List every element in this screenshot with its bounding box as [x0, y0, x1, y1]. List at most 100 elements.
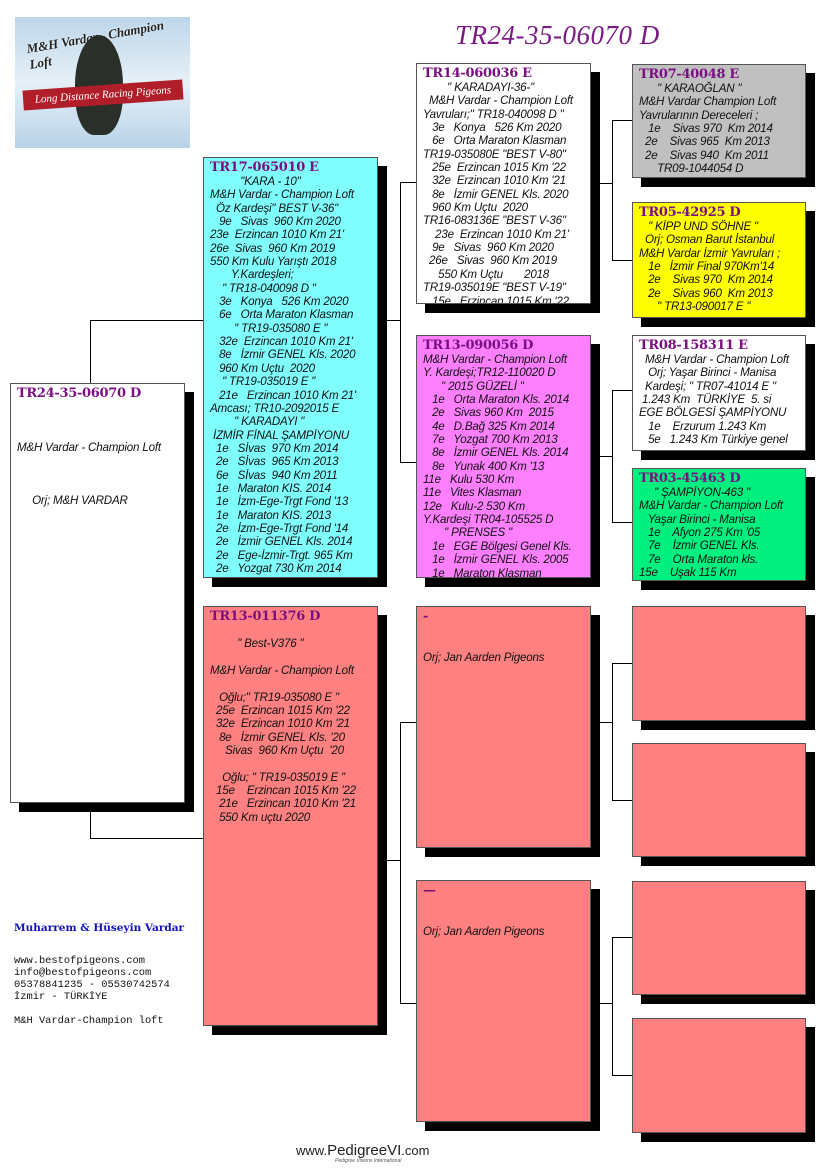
pedigree-line: TR19-035080E "BEST V-80" [423, 147, 566, 161]
ring-number: - [423, 609, 429, 624]
pedigree-line: 1.243 Km TÜRKİYE 5. si [639, 393, 772, 407]
ring-number: TR13-090056 D [423, 338, 534, 353]
pedigree-line: TR09-1044054 D [639, 162, 744, 176]
pedigree-line: 7e Yozgat 700 Km 2013 [423, 433, 558, 447]
ring-number: TR05-42925 D [639, 205, 741, 220]
pedigree-line: 2e Sivas 940 Km 2011 [639, 148, 769, 162]
pedigree-line [210, 624, 373, 637]
pedigree-line: Orj; Osman Barut İstanbul [639, 233, 775, 247]
pedigree-line: Yaşar Birinci - Manisa [639, 512, 756, 526]
pedigree-line: 32e Erzincan 1010 Km 21' [210, 335, 353, 349]
pedigree-line: M&H Vardar - Champion Loft [17, 441, 161, 455]
connector [400, 722, 401, 1004]
pedigree-line: Oğlu;" TR19-035080 E " [210, 690, 339, 704]
connector [612, 1075, 632, 1076]
connector [599, 722, 612, 723]
pedigree-line: " 2015 GÜZELİ " [423, 379, 524, 393]
pedigree-line: Öz Kardeşi" BEST V-36" [210, 201, 339, 215]
pedigree-line [423, 898, 586, 911]
ring-number: TR08-158311 E [639, 338, 748, 353]
connector [386, 320, 400, 321]
pedigree-line: M&H Vardar İzmir Yavruları ; [639, 246, 781, 260]
connector [612, 120, 613, 260]
pedigree-line: " TR19-035019 E " [210, 375, 316, 389]
great-grandparent-card[interactable] [632, 743, 806, 857]
connector [612, 663, 632, 664]
granddam-maternal-card[interactable]: — Orj; Jan Aarden Pigeons [416, 880, 591, 1122]
connector [400, 462, 416, 463]
pedigree-line [423, 624, 586, 637]
pedigree-line: 23e Erzincan 1010 Km 21' [210, 228, 344, 242]
pedigree-line [423, 911, 586, 924]
pedigree-line: Y.Kardeşi TR04-105525 D [423, 513, 554, 527]
pedigree-line: 25e Erzincan 1015 Km '22 [210, 704, 350, 718]
pedigree-line: 8e İzmir GENEL Kls. 2014 [423, 446, 569, 460]
pedigree-line: Amcası; TR10-2092015 E [210, 401, 339, 415]
dam-card[interactable]: TR13-011376 D " Best-V376 " M&H Vardar -… [203, 606, 378, 1026]
pedigree-line: 2e İzm-Ege-Trgt Fond '14 [210, 521, 349, 535]
connector [90, 320, 91, 383]
sire-card[interactable]: TR17-065010 E "KARA - 10"M&H Vardar - Ch… [203, 157, 378, 578]
pedigree-line: 1e Orta Maraton Kls. 2014 [423, 393, 570, 407]
pedigree-line: 23e Erzincan 1010 Km 21' [423, 227, 569, 241]
subject-pigeon-card[interactable]: TR24-35-06070 D M&H Vardar - Champion Lo… [10, 383, 185, 803]
pedigree-line: 12e Kulu-2 530 Km [423, 499, 525, 513]
pedigree-line: 21e Erzincan 1010 Km '21 [210, 797, 356, 811]
footer-prefix: www. [296, 1143, 328, 1158]
connector [400, 182, 401, 463]
pedigree-line: M&H Vardar - Champion Loft [423, 353, 567, 366]
pedigree-line: 960 Km Uçtu 2020 [423, 201, 528, 215]
pedigreevi-logo[interactable]: www.PedigreeVI.com [296, 1142, 429, 1159]
footer-tagline: Pedigree Visions International [335, 1158, 402, 1164]
pedigree-line: İZMİR FİNAL ŞAMPİYONU [210, 428, 350, 442]
pedigree-line: 8e İzmir GENEL Kls. 2020 [423, 187, 569, 201]
pedigree-line: 550 Km uçtu 2020 [210, 810, 310, 824]
page-title: TR24-35-06070 D [455, 20, 660, 50]
great-grandparent-card[interactable] [632, 606, 806, 721]
pedigree-line: 2e Sivas 965 Km 2013 [639, 135, 770, 149]
pedigree-line: Orj; Jan Aarden Pigeons [423, 650, 545, 664]
pedigree-line [210, 677, 373, 690]
pedigree-line: 550 Km Uçtu 2018 [423, 267, 550, 281]
connector [90, 838, 203, 839]
pedigree-line: 1e Maraton KIS. 2014 [210, 481, 331, 495]
pedigree-line: 2e İzmir GENEL Kls. 2014 [210, 535, 353, 549]
pedigree-line: EGE BÖLGESİ ŞAMPİYONU [639, 406, 787, 420]
pedigree-line: 11e Kulu 530 Km [423, 473, 515, 487]
great-grandparent-card[interactable]: TR05-42925 D " KİPP UND SÖHNE " Orj; Osm… [632, 202, 806, 318]
pedigree-line: 1e Sİvas 970 Km 2014 [210, 441, 339, 455]
connector [612, 522, 632, 523]
pedigree-line: 4e D.Bağ 325 Km 2014 [423, 419, 555, 433]
pedigree-line: 1e İzmir GENEL Kls. 2005 [423, 553, 569, 567]
great-grandparent-card[interactable] [632, 881, 806, 995]
pedigree-line: Yavrularının Dereceleri ; [639, 108, 759, 122]
pedigree-line: 7e İzmir GENEL Kls. [639, 539, 760, 553]
grandsire-paternal-card[interactable]: TR14-060036 E " KARADAYI-36-" M&H Vardar… [416, 63, 591, 304]
great-grandparent-card[interactable]: TR03-45463 D " ŞAMPİYON-463 "M&H Vardar … [632, 468, 806, 581]
pedigree-line [423, 637, 586, 650]
great-grandparent-card[interactable]: TR07-40048 E " KARAOĞLAN "M&H Vardar Cha… [632, 64, 806, 178]
connector [612, 260, 632, 261]
pedigree-line: " TR19-035080 E " [210, 321, 328, 335]
pedigree-line [210, 651, 373, 664]
grandsire-maternal-card[interactable]: - Orj; Jan Aarden Pigeons [416, 606, 591, 848]
pedigree-line: 1e EGE Bölgesi Genel Kls. [423, 539, 572, 553]
website-link[interactable]: www.bestofpigeons.com [14, 955, 145, 967]
pedigree-line: 26e Sivas 960 Km 2019 [423, 254, 558, 268]
pedigree-line: Orj; Yaşar Birinci - Manisa [639, 366, 777, 380]
connector [599, 456, 612, 457]
connector [612, 390, 632, 391]
pedigree-line: " ŞAMPİYON-463 " [639, 486, 750, 499]
pedigree-line [17, 414, 180, 427]
pedigree-line: 2e Yozgat 730 Km 2014 [210, 561, 342, 575]
connector [90, 320, 203, 321]
pedigree-line: 7e Orta Maraton kls. [639, 552, 759, 566]
great-grandparent-card[interactable]: TR08-158311 E M&H Vardar - Champion Loft… [632, 335, 806, 451]
pedigree-line: Sivas 960 Km Uçtu '20 [210, 744, 344, 758]
email-link[interactable]: info@bestofpigeons.com [14, 967, 152, 979]
owner-name: Muharrem & Hüseyin Vardar [14, 922, 185, 934]
great-grandparent-card[interactable] [632, 1018, 806, 1133]
pedigree-line: Yavruları;" TR18-040098 D " [423, 107, 564, 121]
pedigree-line: 2e Ege-İzmir-Trgt. 965 Km [210, 548, 353, 562]
